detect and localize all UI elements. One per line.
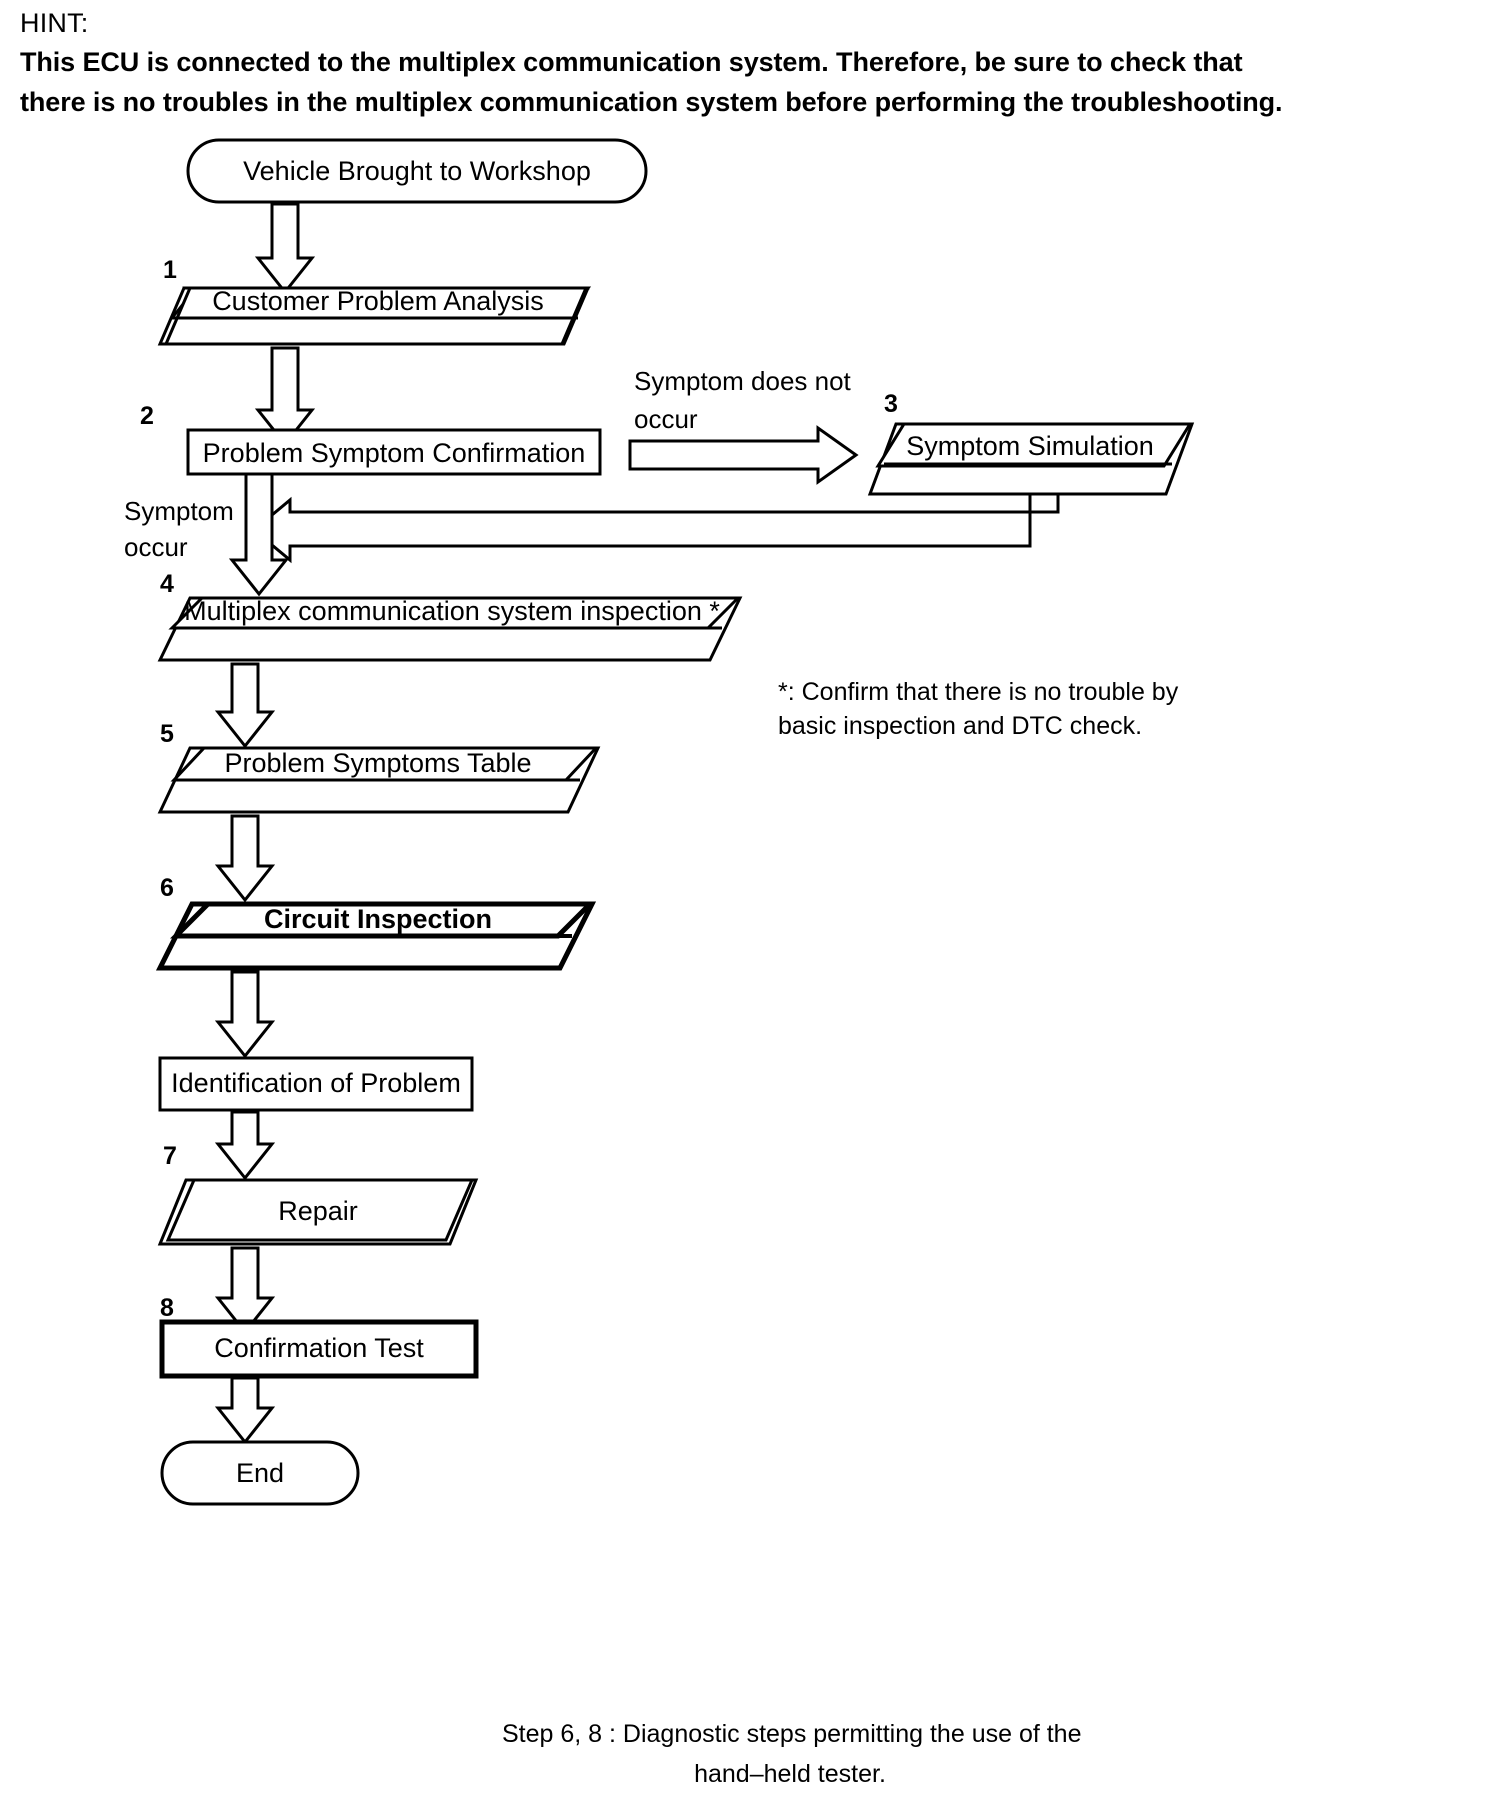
step7-label: Repair <box>278 1196 358 1226</box>
step8-rect <box>159 1319 479 1379</box>
step5-label: Problem Symptoms Table <box>224 748 531 778</box>
arrow-step4-to-step5 <box>214 662 276 749</box>
arrow-step2-to-step3 <box>628 425 859 485</box>
identification-label: Identification of Problem <box>171 1068 461 1098</box>
edge-label-symptom-not-occur: Symptom does not occur <box>634 366 852 434</box>
symptom-not-occur-line1: Symptom does not <box>634 366 852 396</box>
node-step7: 7 Repair <box>157 1142 479 1246</box>
node-step8: 8 Confirmation Test <box>159 1294 479 1379</box>
node-step5: 5 Problem Symptoms Table <box>157 720 601 814</box>
symptom-occur-line1: Symptom <box>124 496 234 526</box>
step7-number: 7 <box>163 1142 177 1170</box>
bottom-caption: Step 6, 8 : Diagnostic steps permitting … <box>502 1720 1082 1788</box>
step1-label: Customer Problem Analysis <box>212 286 544 316</box>
hint-block: HINT: This ECU is connected to the multi… <box>20 4 1320 122</box>
symptom-occur-line2: occur <box>124 532 188 562</box>
arrow-step3-return-to-step4 <box>251 492 1060 564</box>
arrow-step8-to-end <box>214 1376 276 1445</box>
asterisk-note-line2: basic inspection and DTC check. <box>778 712 1142 740</box>
node-step3: 3 Symptom Simulation <box>867 390 1195 496</box>
step1-number: 1 <box>163 256 177 284</box>
caption-line1: Step 6, 8 : Diagnostic steps permitting … <box>502 1720 1082 1748</box>
arrow-start-to-step1 <box>254 202 316 295</box>
start-terminator-shape <box>186 138 648 204</box>
arrow-step7-to-step8 <box>214 1246 276 1335</box>
asterisk-note: *: Confirm that there is no trouble by b… <box>778 678 1179 740</box>
arrow-step2-to-step4 <box>228 472 290 597</box>
arrow-step5-to-step6 <box>214 814 276 903</box>
step6-label: Circuit Inspection <box>264 904 492 934</box>
step6-number: 6 <box>160 874 174 902</box>
arrow-step1-to-step2 <box>254 346 316 447</box>
step2-number: 2 <box>140 402 154 430</box>
step2-rect <box>186 428 602 476</box>
step8-number: 8 <box>160 1294 174 1322</box>
symptom-not-occur-line2: occur <box>634 404 698 434</box>
hint-label: HINT: <box>20 8 89 38</box>
arrow-identification-to-step7 <box>214 1110 276 1181</box>
node-step1: 1 Customer Problem Analysis <box>157 256 592 346</box>
identification-rect <box>158 1056 474 1112</box>
end-terminator-shape <box>160 1440 360 1506</box>
step8-label: Confirmation Test <box>214 1333 424 1363</box>
node-step4: 4 Multiplex communication system inspect… <box>157 570 743 662</box>
hint-body: This ECU is connected to the multiplex c… <box>20 47 1283 117</box>
step3-number: 3 <box>884 390 898 418</box>
arrow-step6-to-identification <box>214 970 276 1059</box>
start-label: Vehicle Brought to Workshop <box>243 156 591 186</box>
edge-label-symptom-occur: Symptom occur <box>124 496 234 562</box>
node-start: Vehicle Brought to Workshop <box>186 138 648 204</box>
step4-label: Multiplex communication system inspectio… <box>184 596 720 626</box>
asterisk-note-line1: *: Confirm that there is no trouble by <box>778 678 1179 706</box>
step2-label: Problem Symptom Confirmation <box>203 438 586 468</box>
end-label: End <box>236 1458 284 1488</box>
node-identification: Identification of Problem <box>158 1056 474 1112</box>
step4-number: 4 <box>160 570 174 598</box>
step3-label: Symptom Simulation <box>906 431 1154 461</box>
node-step6: 6 Circuit Inspection <box>155 874 597 971</box>
caption-line2: hand–held tester. <box>694 1760 886 1788</box>
step5-number: 5 <box>160 720 174 748</box>
node-step2: 2 Problem Symptom Confirmation <box>140 402 602 476</box>
node-end: End <box>160 1440 360 1506</box>
